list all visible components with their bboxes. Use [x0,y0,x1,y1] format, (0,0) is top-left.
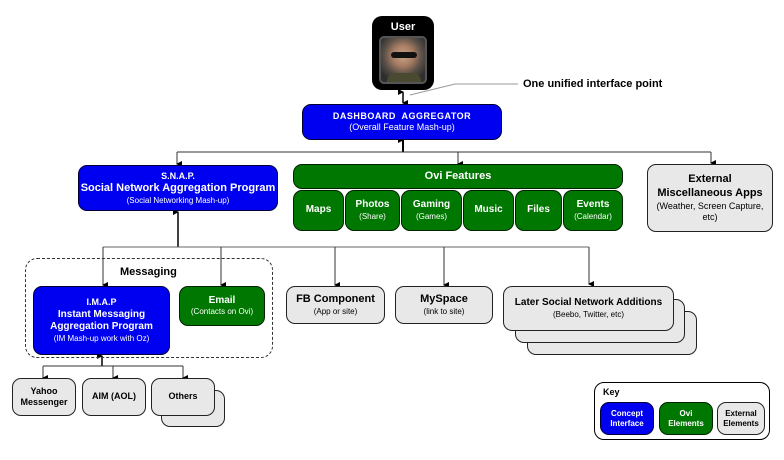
callout-label: One unified interface point [523,78,663,90]
snap-node: S.N.A.P. Social Network Aggregation Prog… [78,165,278,211]
imap-node: I.M.A.P Instant Messaging Aggregation Pr… [33,286,170,355]
user-title: User [390,21,416,33]
myspace-subtitle: (link to site) [423,306,465,316]
later-title: Later Social Network Additions [514,297,663,309]
ovi-item-music: Music [463,190,514,231]
external-apps-node: External Miscellaneous Apps (Weather, Sc… [647,164,773,232]
fb-subtitle: (App or site) [313,306,358,316]
email-title: Email [208,294,236,306]
imap-name-line1: Instant Messaging [57,308,146,320]
messaging-label: Messaging [120,266,177,278]
ovi-item-maps: Maps [293,190,344,231]
key-item-line2: Elements [723,418,759,428]
ovi-item-sub: (Games) [415,211,448,221]
fb-component-node: FB Component (App or site) [286,286,385,324]
email-subtitle: (Contacts on Ovi) [190,307,254,317]
ovi-item-sub: (Share) [359,211,386,221]
email-node: Email (Contacts on Ovi) [179,286,265,326]
imap-title: I.M.A.P [86,297,117,308]
snap-name: Social Network Aggregation Program [80,181,276,194]
others-node: Others [151,378,215,416]
key-title: Key [603,387,620,397]
myspace-node: MySpace (link to site) [395,286,493,324]
fb-title: FB Component [296,293,375,306]
ovi-item-label: Photos [355,199,390,211]
ovi-item-label: Maps [305,204,332,216]
ovi-item-gaming: Gaming(Games) [401,190,462,231]
ovi-features-header: Ovi Features [293,164,623,189]
later-additions-node: Later Social Network Additions (Beebo, T… [503,286,674,331]
shirt-shape [387,73,421,82]
external-apps-subtitle: (Weather, Screen Capture, etc) [656,200,764,222]
key-item-line1: Concept [611,408,643,418]
imap-subtitle: (IM Mash-up work with Oz) [53,333,150,343]
later-subtitle: (Beebo, Twitter, etc) [553,309,624,319]
external-apps-title-2: Miscellaneous Apps [657,186,763,199]
ovi-item-label: Files [527,204,550,216]
im-client-line1: AIM (AOL) [92,391,136,402]
ovi-item-sub: (Calendar) [574,211,612,221]
legend-key [594,382,770,440]
aim-node: AIM (AOL) [82,378,146,416]
ovi-item-events: Events(Calendar) [563,190,623,231]
snap-title: S.N.A.P. [161,170,195,181]
imap-name-line2: Aggregation Program [50,321,153,333]
dashboard-aggregator-node: DASHBOARD AGGREGATOR (Overall Feature Ma… [302,104,502,140]
ovi-item-label: Events [576,199,610,211]
sunglasses-shape [391,52,417,58]
user-node: User [372,16,434,90]
myspace-title: MySpace [420,293,468,306]
im-client-line1: Yahoo [30,385,58,396]
ovi-item-photos: Photos(Share) [345,190,400,231]
ovi-item-files: Files [515,190,562,231]
user-photo [379,36,427,84]
key-item-line1: Ovi [679,408,693,418]
key-item-line1: External [725,408,757,418]
ovi-item-label: Music [474,204,503,216]
key-item-line2: Elements [668,418,704,428]
ovi-title: Ovi Features [424,169,492,182]
external-apps-title: External [688,173,732,185]
key-item-line2: Interface [610,418,644,428]
im-client-line2: Messenger [20,397,68,407]
snap-subtitle: (Social Networking Mash-up) [126,195,230,205]
dashboard-title: DASHBOARD AGGREGATOR [332,110,472,121]
dashboard-subtitle: (Overall Feature Mash-up) [349,122,455,132]
ovi-item-label: Gaming [412,199,451,211]
im-client-line1: Others [168,391,198,402]
messaging-group [25,258,273,358]
